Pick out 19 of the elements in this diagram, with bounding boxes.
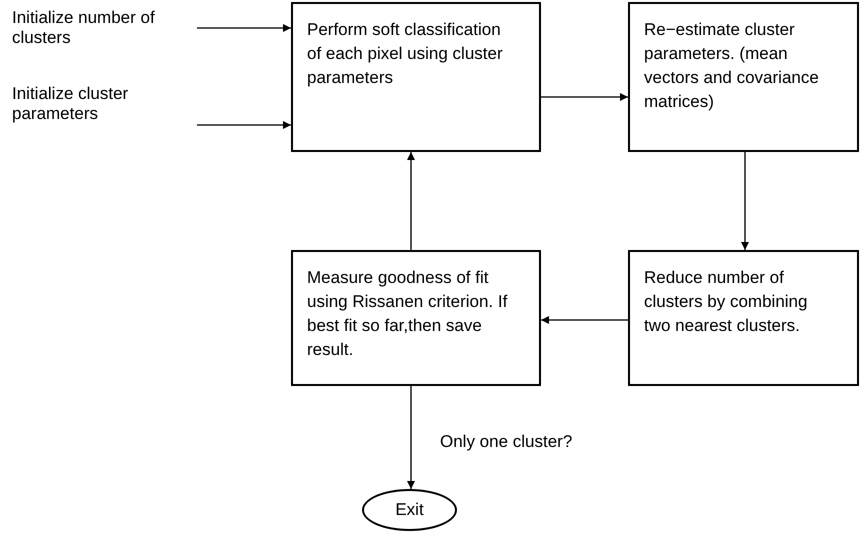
process-box — [291, 250, 541, 386]
arrow — [197, 121, 291, 129]
step-text: Measure goodness of fit using Rissanen criterion. If best fit so far,then save result. — [307, 268, 508, 359]
step-text: Perform soft classification of each pixel using cluster parameters — [307, 20, 503, 87]
arrow — [541, 316, 628, 324]
step-text: Exit — [395, 500, 424, 520]
edge-label: Only one cluster? — [440, 432, 572, 452]
arrow — [407, 152, 415, 250]
arrow — [197, 24, 291, 32]
input-label: Initialize number of clusters — [12, 8, 155, 47]
step-text: Re−estimate cluster parameters. (mean vectors and covariance matrices) — [644, 20, 819, 111]
step-text: Reduce number of clusters by combining two nearest clusters. — [644, 268, 808, 335]
arrow — [407, 386, 415, 489]
arrow — [741, 152, 749, 250]
arrow — [541, 93, 628, 101]
process-box — [628, 250, 859, 386]
process-box — [291, 2, 541, 152]
process-box — [628, 2, 859, 152]
input-label: Initialize cluster parameters — [12, 84, 128, 123]
